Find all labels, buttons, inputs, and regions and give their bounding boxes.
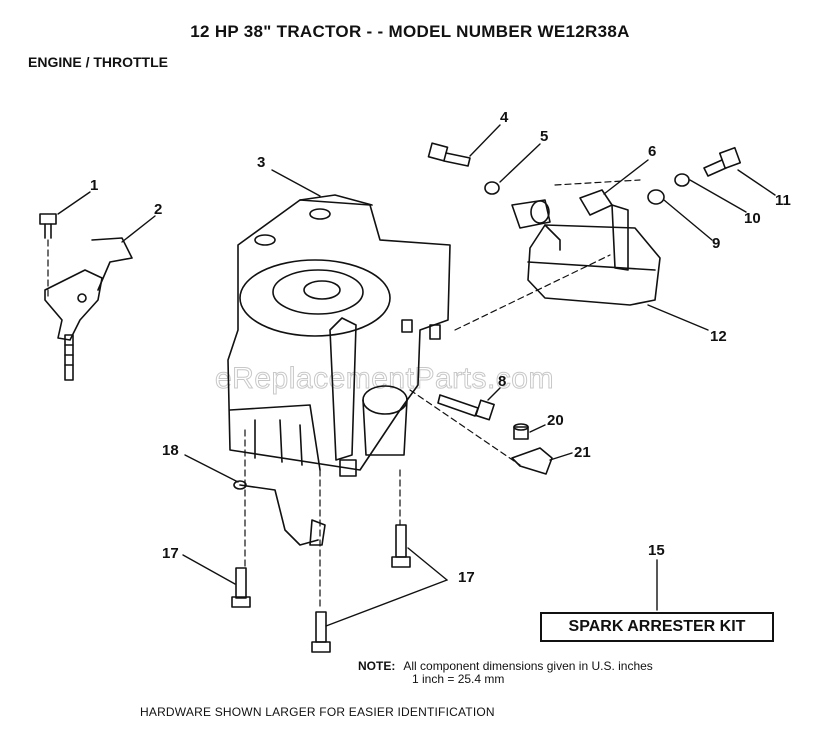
part-10-washer — [674, 173, 690, 187]
callout-15: 15 — [648, 542, 665, 559]
part-11-bolt — [703, 146, 742, 177]
note-line-1: All component dimensions given in U.S. i… — [403, 659, 653, 673]
callout-12: 12 — [710, 328, 727, 345]
part-5-washer — [484, 181, 500, 195]
part-18-rod — [233, 480, 326, 546]
part-9-washer — [647, 189, 665, 205]
callout-21: 21 — [574, 444, 591, 461]
callout-20: 20 — [547, 412, 564, 429]
part-2-throttle-control — [44, 237, 133, 381]
leader-lines — [57, 124, 776, 627]
part-8-bolt — [437, 394, 495, 421]
hardware-note: HARDWARE SHOWN LARGER FOR EASIER IDENTIF… — [140, 705, 495, 719]
note-line-2: 1 inch = 25.4 mm — [412, 672, 505, 686]
callout-6: 6 — [648, 143, 656, 160]
callout-11: 11 — [775, 192, 791, 209]
callout-1: 1 — [90, 177, 98, 194]
diagram-title: 12 HP 38" TRACTOR - - MODEL NUMBER WE12R… — [190, 22, 630, 41]
note-block: NOTE: All component dimensions given in U… — [358, 660, 653, 686]
part-20-nut — [513, 423, 529, 440]
callout-2: 2 — [154, 201, 162, 218]
part-3-engine — [227, 194, 451, 477]
callout-8: 8 — [498, 373, 506, 390]
part-1-bolt — [39, 213, 57, 239]
part-17-bolt-a — [231, 567, 251, 608]
callout-3: 3 — [257, 154, 265, 171]
callout-10: 10 — [744, 210, 761, 227]
callout-5: 5 — [540, 128, 548, 145]
exhaust-elbow — [511, 199, 551, 229]
spark-arrester-kit-label: SPARK ARRESTER KIT — [540, 612, 774, 642]
callout-17-left: 17 — [162, 545, 179, 562]
callout-9: 9 — [712, 235, 720, 252]
part-12-muffler — [527, 204, 661, 306]
part-21-bracket — [511, 447, 553, 475]
part-17-bolt-b — [391, 524, 411, 568]
callout-4: 4 — [500, 109, 509, 126]
part-6-gasket — [579, 189, 613, 216]
diagram-subtitle: ENGINE / THROTTLE — [28, 54, 168, 70]
part-4-bolt — [427, 142, 471, 167]
callout-17-right: 17 — [458, 569, 475, 586]
assembly-lines — [47, 179, 641, 611]
callout-18: 18 — [162, 442, 179, 459]
note-label: NOTE: — [358, 659, 396, 673]
part-17-bolt-c — [311, 611, 331, 653]
